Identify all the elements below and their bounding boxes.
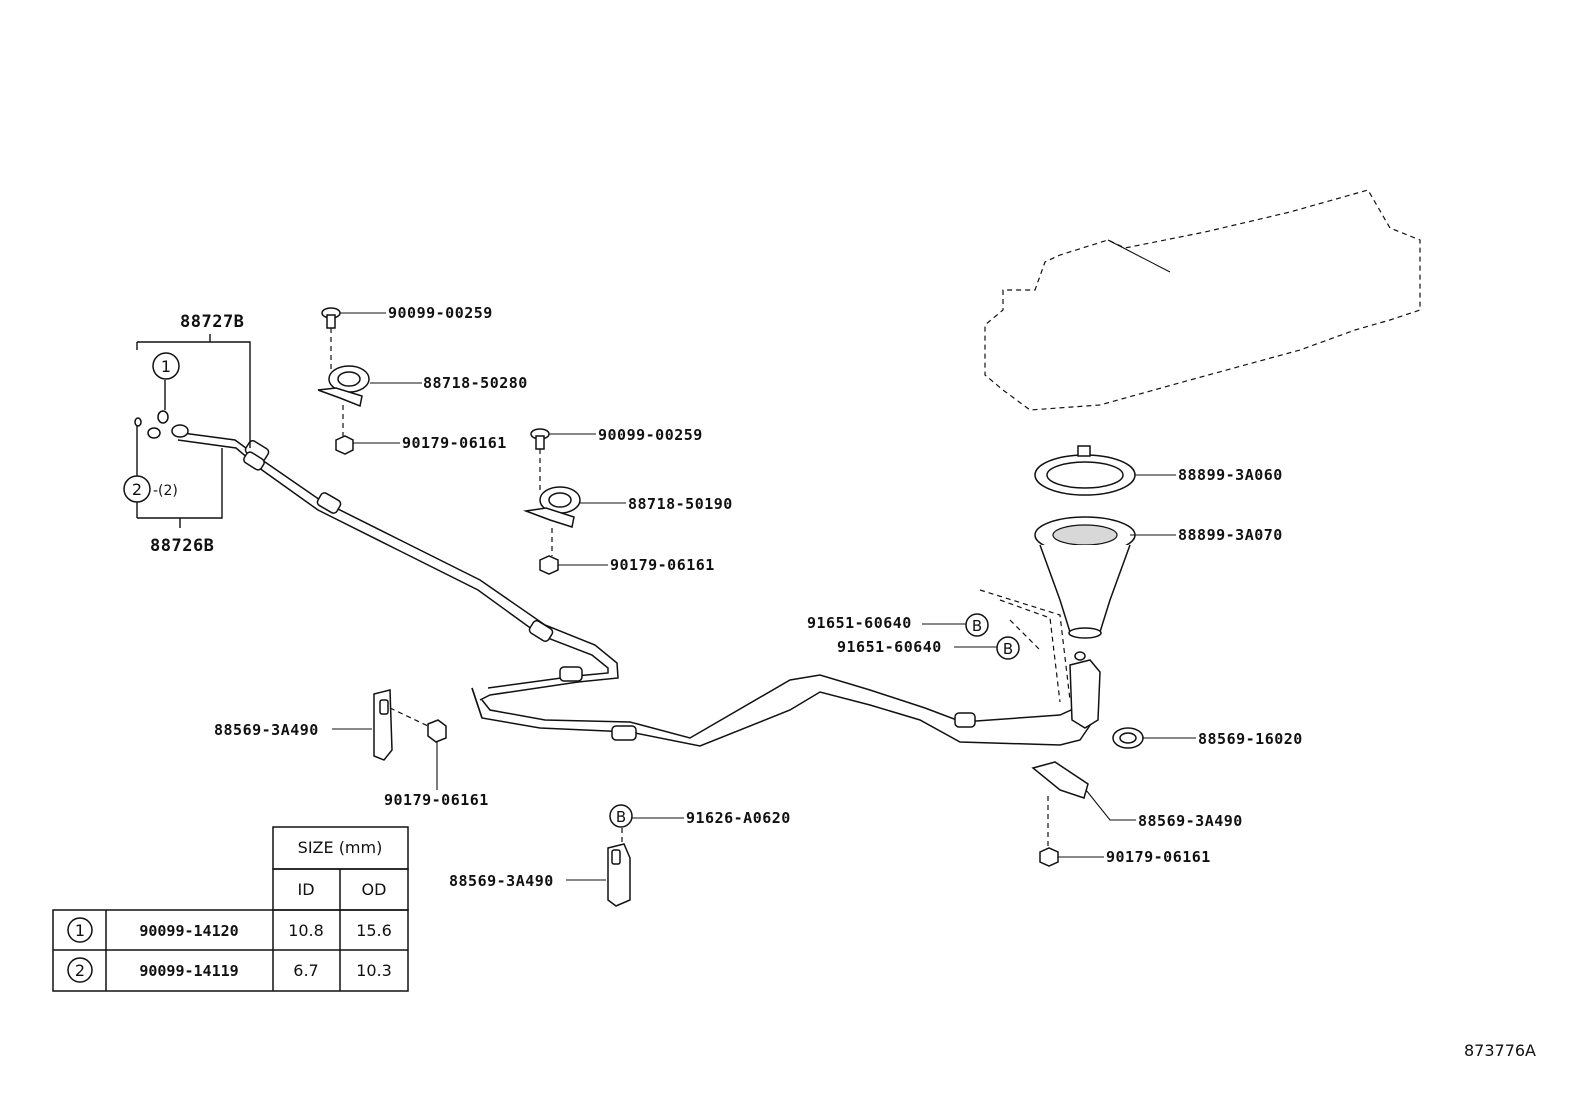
clip-88569-3A490-right: [1031, 761, 1089, 867]
marker-b-1: B: [965, 613, 989, 637]
size-table: SIZE (mm) ID OD 1 90099-14120 10.8 15.6 …: [52, 826, 409, 992]
bolt-90099-00259-b: [530, 428, 550, 450]
callout-88727B: 88727B: [180, 312, 244, 332]
table-row-1-part: 90099-14120: [139, 922, 238, 940]
figure-id: 873776A: [1464, 1041, 1536, 1060]
table-header-id: ID: [297, 880, 314, 899]
table-row-2-part: 90099-14119: [139, 962, 238, 980]
marker-2: 2: [123, 475, 151, 503]
marker-b-1-label: B: [972, 617, 982, 635]
table-header-od: OD: [362, 880, 387, 899]
marker-b-3: B: [609, 804, 633, 828]
callout-91651-60640-a: 91651-60640: [807, 614, 912, 632]
filler-ring-88899-3A060: [1034, 445, 1136, 496]
bolt-90099-00259-a: [321, 307, 341, 329]
callout-88726B: 88726B: [150, 536, 214, 556]
clip-88569-3A490-center: [607, 828, 631, 907]
filler-neck: [1069, 651, 1101, 729]
callout-90099-00259-a: 90099-00259: [388, 304, 493, 322]
table-row-1-od: 15.6: [356, 921, 392, 940]
table-row-2-od: 10.3: [356, 961, 392, 980]
callout-88899-3A060: 88899-3A060: [1178, 466, 1283, 484]
vehicle-body-outline: [984, 189, 1421, 411]
clip-88569-3A490-left: [373, 689, 447, 790]
marker-2-qty: -(2): [153, 483, 178, 499]
table-row-2-ref: 2: [75, 961, 85, 980]
callout-90179-06161-c: 90179-06161: [384, 791, 489, 809]
filler-boot-88899-3A070: [1034, 516, 1136, 639]
callout-88569-16020: 88569-16020: [1198, 730, 1303, 748]
marker-b-2-label: B: [1003, 640, 1013, 658]
marker-1: 1: [152, 352, 180, 380]
callout-90099-00259-b: 90099-00259: [598, 426, 703, 444]
marker-1-label: 1: [161, 357, 171, 376]
leader-lines: [136, 312, 1196, 881]
callout-90179-06161-b: 90179-06161: [610, 556, 715, 574]
table-header-size: SIZE (mm): [298, 838, 383, 857]
callout-88569-3A490-a: 88569-3A490: [214, 721, 319, 739]
nut-90179-06161-b: [539, 555, 559, 575]
callout-88569-3A490-c: 88569-3A490: [449, 872, 554, 890]
marker-b-2: B: [996, 636, 1020, 660]
callout-90179-06161-a: 90179-06161: [402, 434, 507, 452]
table-row-2-id: 6.7: [293, 961, 318, 980]
fuel-pipe-assembly: [134, 410, 1096, 747]
callout-91626-A0620: 91626-A0620: [686, 809, 791, 827]
clamp-88718-50280: [317, 365, 370, 408]
callout-91651-60640-b: 91651-60640: [837, 638, 942, 656]
callout-90179-06161-d: 90179-06161: [1106, 848, 1211, 866]
callout-88718-50280: 88718-50280: [423, 374, 528, 392]
callout-labels: 88727B 88726B 90099-00259 88718-50280 90…: [150, 304, 1303, 890]
callout-88569-3A490-b: 88569-3A490: [1138, 812, 1243, 830]
callout-88899-3A070: 88899-3A070: [1178, 526, 1283, 544]
marker-b-3-label: B: [616, 808, 626, 826]
nut-90179-06161-a: [335, 435, 354, 455]
callout-88718-50190: 88718-50190: [628, 495, 733, 513]
table-row-1-ref: 1: [75, 921, 85, 940]
clip-88569-16020: [1112, 727, 1144, 749]
table-row-1-id: 10.8: [288, 921, 324, 940]
clamp-88718-50190: [523, 486, 581, 528]
marker-2-label: 2: [132, 480, 142, 499]
